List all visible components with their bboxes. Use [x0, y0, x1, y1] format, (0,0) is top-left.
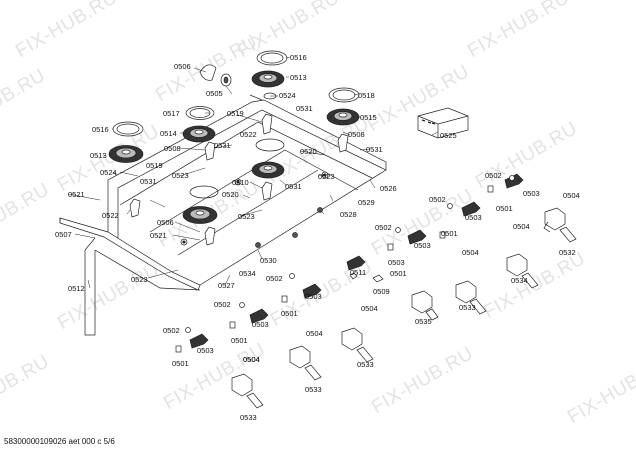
- callout-label: 0504: [243, 355, 260, 364]
- callout-label: 0504: [563, 191, 580, 200]
- callout-label: 0530: [260, 256, 277, 265]
- callout-label: 0503: [252, 320, 269, 329]
- callout-label: 0525: [440, 131, 457, 140]
- callout-label: 0531: [285, 182, 302, 191]
- callout-label: 0515: [360, 113, 377, 122]
- callout-label: 0507: [55, 230, 72, 239]
- callout-label: 0531: [140, 177, 157, 186]
- callout-label: 0533: [305, 385, 322, 394]
- callout-label: 0501: [496, 204, 513, 213]
- callout-label: 0501: [441, 229, 458, 238]
- document-footer-code: 58300000109026 aet 000 c 5/6: [4, 437, 115, 446]
- callout-label: 0503: [465, 213, 482, 222]
- callout-label: 0522: [240, 130, 257, 139]
- callout-label: 0505: [206, 89, 223, 98]
- callout-label: 0503: [197, 346, 214, 355]
- callout-label: 0502: [485, 171, 502, 180]
- callout-label: 0504: [361, 304, 378, 313]
- callout-label: 0523: [172, 171, 189, 180]
- callout-label: 0504: [462, 248, 479, 257]
- injector-parts: [129, 113, 349, 248]
- callout-label: 0513: [90, 151, 107, 160]
- callout-label: 0516: [92, 125, 109, 134]
- callout-label: 0506: [157, 218, 174, 227]
- callout-label: 0518: [358, 91, 375, 100]
- callout-label: 0533: [459, 303, 476, 312]
- callout-label: 0520: [222, 190, 239, 199]
- callout-label: 0504: [513, 222, 530, 231]
- callout-label: 0520: [300, 147, 317, 156]
- callout-label: 0522: [102, 211, 119, 220]
- callout-label: 0501: [231, 336, 248, 345]
- callout-label: 0528: [340, 210, 357, 219]
- valve-brackets: [175, 173, 524, 353]
- callout-label: 0514: [160, 129, 177, 138]
- callout-label: 0504: [306, 329, 323, 338]
- callout-label: 0513: [290, 73, 307, 82]
- callout-label: 0517: [163, 109, 180, 118]
- callout-label: 0523: [131, 275, 148, 284]
- callout-label: 0512: [68, 284, 85, 293]
- callout-label: 0501: [281, 309, 298, 318]
- callout-label: 0521: [150, 231, 167, 240]
- callout-label: 0527: [218, 281, 235, 290]
- callout-label: 0503: [388, 258, 405, 267]
- callout-label: 0519: [227, 109, 244, 118]
- callout-label: 0519: [146, 161, 163, 170]
- callout-label: 0532: [559, 248, 576, 257]
- callout-label: 0534: [511, 276, 528, 285]
- callout-label: 0524: [100, 168, 117, 177]
- callout-label: 0503: [305, 292, 322, 301]
- callout-label: 0503: [414, 241, 431, 250]
- callout-label: 0531: [366, 145, 383, 154]
- callout-label: 0523: [318, 172, 335, 181]
- callout-label: 0502: [163, 326, 180, 335]
- hob-frame: [59, 94, 387, 336]
- callout-label: 0509: [373, 287, 390, 296]
- callout-label: 0506: [174, 62, 191, 71]
- callout-label: 0521: [68, 190, 85, 199]
- callout-label: 0503: [523, 189, 540, 198]
- callout-label: 0526: [380, 184, 397, 193]
- callout-label: 0502: [266, 274, 283, 283]
- callout-label: 0533: [357, 360, 374, 369]
- burner-parts: [108, 50, 360, 224]
- callout-label: 0508: [348, 130, 365, 139]
- gas-valves: [231, 207, 577, 409]
- callout-label: 0533: [240, 413, 257, 422]
- callout-label: 0502: [375, 223, 392, 232]
- callout-label: 0535: [415, 317, 432, 326]
- leader-lines: [67, 56, 439, 289]
- callout-label: 0531: [214, 141, 231, 150]
- callout-label: 0501: [390, 269, 407, 278]
- callout-label: 0523: [238, 212, 255, 221]
- callout-label: 0510: [232, 178, 249, 187]
- ignition-module: [417, 107, 469, 139]
- callout-label: 0524: [279, 91, 296, 100]
- callout-label: 0529: [358, 198, 375, 207]
- callout-label: 0534: [239, 269, 256, 278]
- callout-label: 0502: [214, 300, 231, 309]
- callout-label: 0516: [290, 53, 307, 62]
- callout-label: 0508: [164, 144, 181, 153]
- callout-label: 0531: [296, 104, 313, 113]
- callout-label: 0511: [350, 268, 367, 277]
- callout-label: 0501: [172, 359, 189, 368]
- callout-label: 0504: [243, 355, 260, 364]
- callout-label: 0502: [429, 195, 446, 204]
